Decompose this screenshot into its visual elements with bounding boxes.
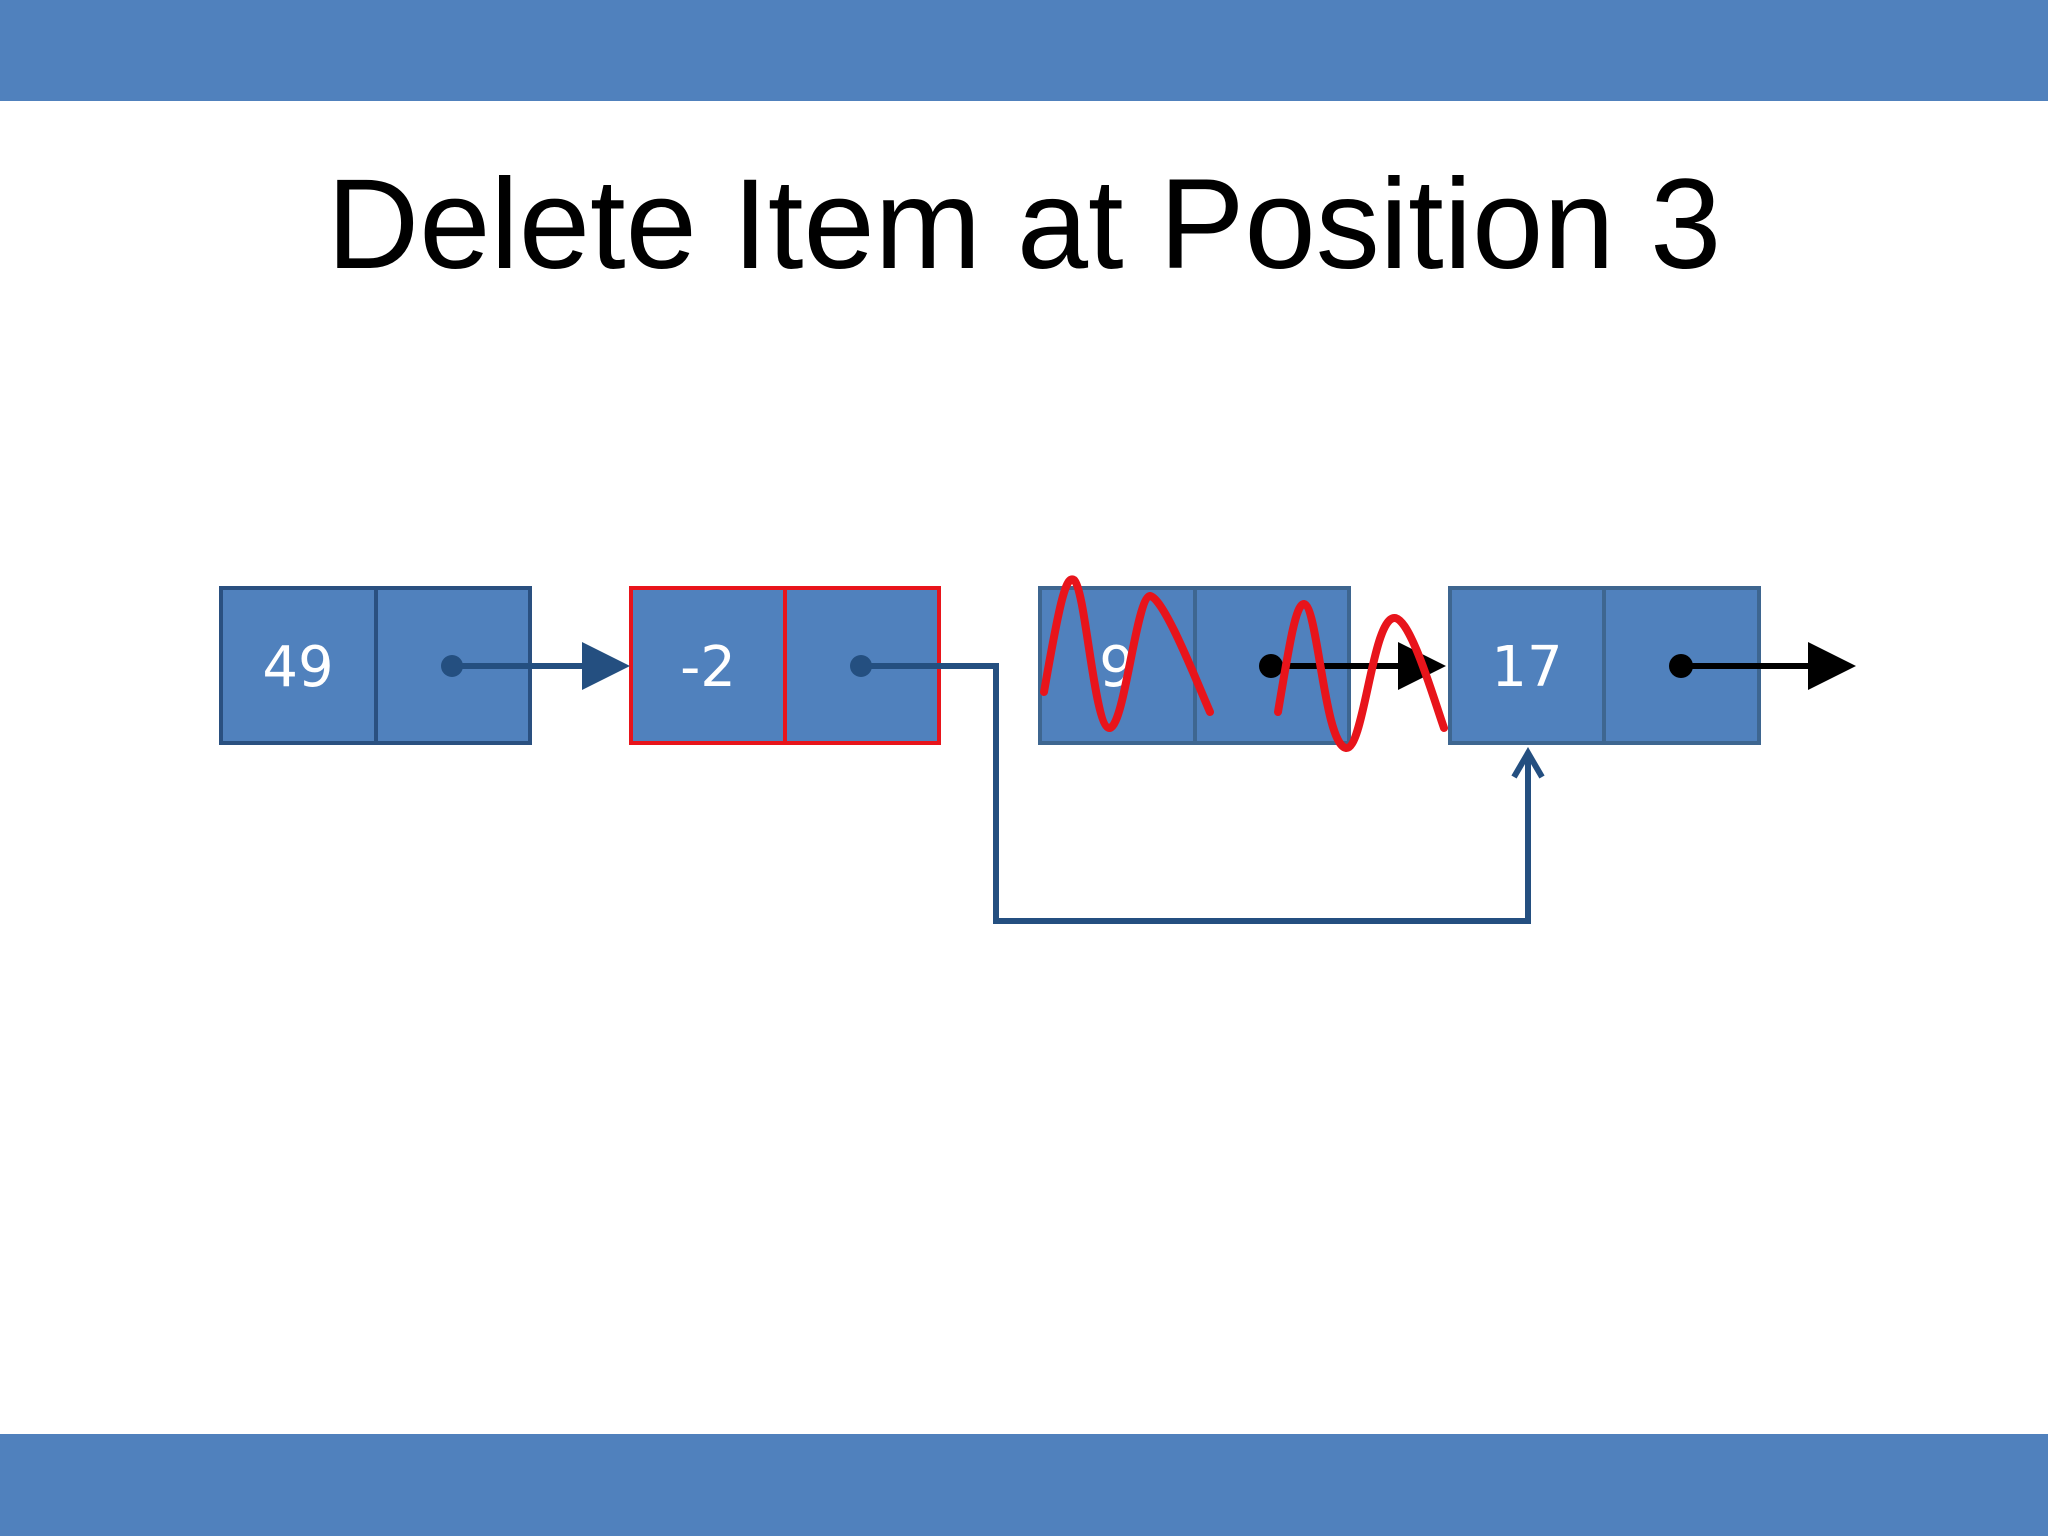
link-node-1-to-node-2 — [441, 642, 630, 690]
node-2-value: -2 — [680, 635, 736, 700]
link-node-2-to-node-4-rerouted — [850, 655, 1545, 924]
footer-band — [0, 1434, 2048, 1536]
slide-title: Delete Item at Position 3 — [326, 153, 1722, 296]
link-node-3-to-node-4-deleted — [1259, 642, 1446, 690]
node-2-data-cell — [629, 586, 787, 745]
rerouted-pointer-path — [861, 663, 1531, 924]
delete-strike-squiggle-link — [1274, 599, 1448, 752]
delete-strike-squiggle-node — [1040, 575, 1214, 732]
node-1-data-cell — [219, 586, 378, 745]
link-node-4-to-next — [1669, 642, 1856, 690]
node-1-value: 49 — [262, 635, 333, 700]
node-4-data-cell — [1448, 586, 1606, 745]
header-band — [0, 0, 2048, 101]
node-4-value: 17 — [1491, 635, 1562, 700]
arrowhead-up — [1511, 747, 1545, 779]
list-node-3: 9 — [1038, 586, 1351, 745]
